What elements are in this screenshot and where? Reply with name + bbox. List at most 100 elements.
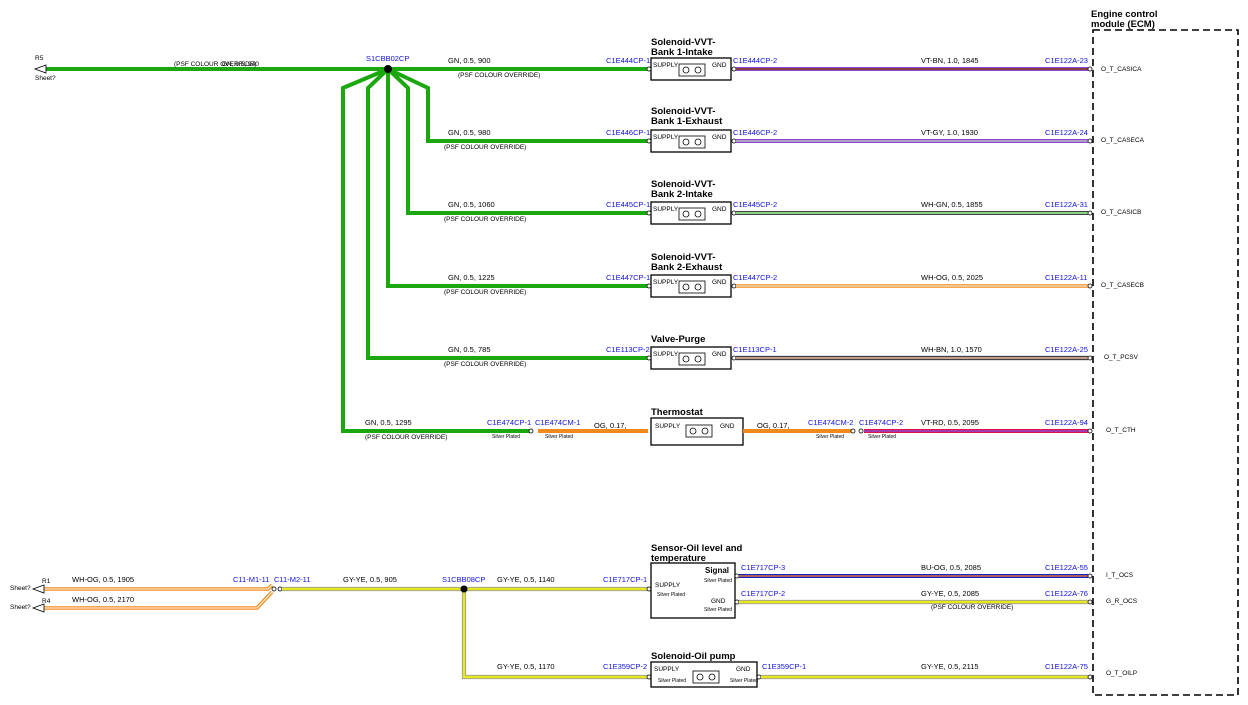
thermo-c2: C1E474CM-1 (535, 418, 580, 427)
oil-sensor-in-wire: GY-YE, 0.5, 1140 (497, 575, 555, 584)
oil-pump-out-conn: C1E359CP-1 (762, 662, 806, 671)
thermo-c2-silver: Silver Plated (545, 434, 573, 440)
oil-sensor-gnd-silver: Silver Plated (704, 607, 732, 613)
vvt-b2i-name-2: Bank 2-Intake (651, 189, 713, 200)
thermo-supply: SUPPLY (655, 423, 681, 430)
ecm-box (1092, 29, 1239, 696)
oil-sensor-gnd-pin: G_R_OCS (1106, 598, 1138, 605)
purge-pin: O_T_PCSV (1104, 354, 1139, 361)
vvt-b1e-out-conn: C1E446CP-2 (733, 128, 777, 137)
offsheet-r5-arrow (33, 64, 47, 74)
vvt-b1e-name-2: Bank 1-Exhaust (651, 116, 723, 127)
oil-pump-pin: O_T_OILP (1106, 670, 1137, 677)
vvt-b1e-in-conn: C1E446CP-1 (606, 128, 650, 137)
purge-in-conn: C1E113CP-2 (606, 345, 650, 354)
vvt-b2i-out-conn: C1E445CP-2 (733, 200, 777, 209)
oil-sensor-sig-ecm: C1E122A-55 (1045, 563, 1088, 572)
vvt-b1i-ecm-conn: C1E122A-23 (1045, 56, 1088, 65)
vvt-b2e-gnd: GND (712, 279, 727, 286)
splice-s1 (384, 65, 392, 73)
oil-pump-out-wire: GY-YE, 0.5, 2115 (921, 662, 979, 671)
thermo-name: Thermostat (651, 407, 704, 418)
c11-m1: C11-M1-11 (233, 575, 269, 584)
r4-wire: WH-OG, 0.5, 2170 (72, 595, 134, 604)
vvt-b2e-override: (PSF COLOUR OVERRIDE) (444, 289, 526, 296)
vvt-b1i-in-conn: C1E444CP-1 (606, 56, 650, 65)
thermo-ecm-conn: C1E122A-94 (1045, 418, 1088, 427)
oil-pump-name: Solenoid-Oil pump (651, 651, 736, 662)
oil-sensor-sig-pin: I_T_OCS (1106, 572, 1134, 579)
vvt-b2e-name-2: Bank 2-Exhaust (651, 262, 723, 273)
vvt-b2e-in-wire: GN, 0.5, 1225 (448, 273, 495, 282)
gy-ye-bus (282, 586, 648, 680)
r5-wire: GN, 0.5, 940 (222, 61, 259, 68)
vvt-b2e-name-1: Solenoid-VVT- (651, 252, 715, 263)
purge-name: Valve-Purge (651, 334, 705, 345)
oil-sensor-sup-silver: Silver Plated (657, 592, 685, 598)
vvt-b2i-out-wire: WH-GN, 0.5, 1855 (921, 200, 983, 209)
oil-sensor-override: (PSF COLOUR OVERRIDE) (931, 604, 1013, 611)
offsheet-r4-arrow (31, 603, 45, 613)
oil-sensor-gnd-wire: GY-YE, 0.5, 2085 (921, 589, 979, 598)
thermo-c1-silver: Silver Plated (492, 434, 520, 440)
vvt-b1e-name-1: Solenoid-VVT- (651, 106, 715, 117)
vvt-b1i-pin: O_T_CASICA (1101, 66, 1142, 73)
thermo-c4: C1E474CP-2 (859, 418, 903, 427)
oil-sensor-in-conn: C1E717CP-1 (603, 575, 647, 584)
oil-sensor-gnd: GND (711, 598, 726, 605)
r5-override: (PSF COLOUR OVERRIDE) (174, 61, 256, 68)
purge-out-conn: C1E113CP-1 (733, 345, 777, 354)
purge-gnd: GND (712, 351, 727, 358)
vvt-b2i-in-conn: C1E445CP-1 (606, 200, 650, 209)
vvt-b1e-gnd: GND (712, 134, 727, 141)
thermo-c3: C1E474CM-2 (808, 418, 853, 427)
thermo-out-wire: VT-RD, 0.5, 2095 (921, 418, 979, 427)
vvt-b2e-out-wire: WH-OG, 0.5, 2025 (921, 273, 983, 282)
thermo-c1: C1E474CP-1 (487, 418, 531, 427)
oil-pump-gnd: GND (736, 666, 751, 673)
thermo-override: (PSF COLOUR OVERRIDE) (365, 434, 447, 441)
vvt-b1i-out-conn: C1E444CP-2 (733, 56, 777, 65)
vvt-b2i-supply: SUPPLY (653, 206, 679, 213)
vvt-b1e-override: (PSF COLOUR OVERRIDE) (444, 144, 526, 151)
vvt-b2e-in-conn: C1E447CP-1 (606, 273, 650, 282)
purge-ecm-conn: C1E122A-25 (1045, 345, 1088, 354)
thermo-c3-silver: Silver Plated (816, 434, 844, 440)
vvt-b2i-ecm-conn: C1E122A-31 (1045, 200, 1088, 209)
oil-pump-in-wire: GY-YE, 0.5, 1170 (497, 662, 555, 671)
vvt-b2i-pin: O_T_CASICB (1101, 209, 1141, 216)
oil-sensor-gnd-ecm: C1E122A-76 (1045, 589, 1088, 598)
vvt-b1e-supply: SUPPLY (653, 134, 679, 141)
purge-supply: SUPPLY (653, 351, 679, 358)
oil-sensor-name-1: Sensor-Oil level and (651, 543, 743, 554)
splice-s2-label: S1CBB08CP (442, 575, 485, 584)
gyye-905: GY-YE, 0.5, 905 (343, 575, 397, 584)
oil-sensor-supply: SUPPLY (655, 582, 681, 589)
oil-pump-supply: SUPPLY (654, 666, 680, 673)
vvt-b1i-name-1: Solenoid-VVT- (651, 37, 715, 48)
oil-sensor-sig-conn: C1E717CP-3 (741, 563, 785, 572)
vvt-b2e-ecm-conn: C1E122A-11 (1045, 273, 1087, 282)
ecm-title-2: module (ECM) (1091, 19, 1155, 30)
thermo-gnd: GND (720, 423, 735, 430)
oil-sensor-box (650, 562, 736, 619)
c11-m2: C11-M2-11 (274, 575, 310, 584)
offsheet-r5-sheet: Sheet? (35, 75, 56, 82)
vvt-b1i-supply: SUPPLY (653, 62, 679, 69)
oil-sensor-gnd-conn: C1E717CP-2 (741, 589, 785, 598)
thermo-c4-silver: Silver Plated (868, 434, 896, 440)
oil-pump-sup-silver: Silver Plated (658, 678, 686, 684)
offsheet-r1-arrow (31, 584, 45, 594)
vvt-b2i-name-1: Solenoid-VVT- (651, 179, 715, 190)
thermo-mid-right: OG, 0.17, (757, 421, 790, 430)
offsheet-r1-sheet: Sheet? (10, 585, 31, 592)
purge-out-wire: WH-BN, 1.0, 1570 (921, 345, 982, 354)
vvt-b1e-pin: O_T_CASECA (1101, 137, 1145, 144)
oil-pump-gnd-silver: Silver Plated (730, 678, 758, 684)
oil-pump-ecm-conn: C1E122A-75 (1045, 662, 1088, 671)
oil-pump-in-conn: C1E359CP-2 (603, 662, 647, 671)
purge-in-wire: GN, 0.5, 785 (448, 345, 491, 354)
ecm-title-1: Engine control (1091, 9, 1158, 20)
r1-wire: WH-OG, 0.5, 1905 (72, 575, 134, 584)
